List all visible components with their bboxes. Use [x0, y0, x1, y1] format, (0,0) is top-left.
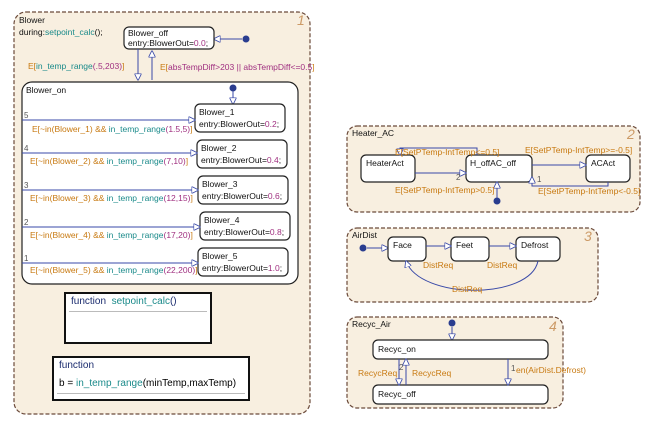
transition-heater-to-off-label: E[SetPTemp-IntTemp>0.5] — [395, 185, 494, 195]
state-recyc-on-label: Recyc_on — [378, 344, 416, 354]
recyc-air-title: Recyc_Air — [352, 319, 391, 329]
state-feet-label: Feet — [456, 240, 474, 250]
transition-on-to-off-label: E[absTempDiff>203 || absTempDiff<=0.5] — [160, 62, 315, 72]
heater-default-dot — [493, 197, 501, 205]
substate-blower-1-label: Blower_1 — [199, 107, 235, 117]
state-recyc-off[interactable] — [372, 384, 549, 405]
substate-blower-1-entry: entry:BlowerOut=0.2; — [199, 119, 279, 129]
airdist-chart[interactable]: AirDist 3 Face Feet Defrost DistReq Dist… — [346, 227, 599, 303]
transition-recyc-left-label: RecycReq — [358, 368, 397, 378]
recyc-air-index-number: 4 — [549, 318, 557, 334]
state-blower-off-label: Blower_off — [128, 28, 169, 38]
function-setpoint-calc[interactable]: function setpoint_calc() — [64, 292, 212, 344]
substate-blower-4-label: Blower_4 — [204, 215, 240, 225]
transition-off-to-heater-label: E[SetPTemp-IntTemp<=0.5] — [395, 147, 499, 157]
transition-off-to-on-label: E[in_temp_range(.5,203)] — [28, 61, 124, 71]
airdist-default-dot — [359, 244, 367, 252]
blower-1-default-dot — [229, 84, 237, 92]
blower-title: Blower — [19, 15, 45, 25]
transition-off-to-heater[interactable] — [400, 147, 478, 155]
substate-transitions: 5 E[~in(Blower_1) && in_temp_range(1.5,5… — [22, 111, 200, 275]
priority-blower-2: 4 — [24, 144, 29, 153]
recyc-default-dot — [448, 319, 456, 327]
transition-ac-to-off-label: E[SetPTemp-IntTemp<-0.5] — [538, 186, 640, 196]
priority-blower-1: 5 — [24, 111, 29, 120]
substate-blower-2[interactable]: Blower_2 entry:BlowerOut=0.4; — [196, 139, 288, 169]
function-in-temp-range-divider — [57, 393, 245, 394]
function-setpoint-calc-divider — [69, 311, 207, 312]
priority-blower-5: 1 — [24, 254, 29, 263]
blower-during-action: during:setpoint_calc(); — [19, 27, 103, 37]
state-blower-on-label: Blower_on — [26, 85, 66, 95]
blower-off-default-dot — [242, 35, 250, 43]
state-h-off-ac-off-label: H_offAC_off — [470, 158, 517, 168]
transition-off-to-ac-label: E[SetPTemp-IntTemp>=-0.5] — [525, 145, 632, 155]
heater-ac-title: Heater_AC — [352, 128, 394, 138]
transition-defrost-to-face[interactable] — [406, 261, 539, 291]
substate-blower-5-entry: entry:BlowerOut=1.0; — [202, 263, 282, 273]
substate-blower-2-entry: entry:BlowerOut=0.4; — [201, 155, 281, 165]
priority-blower-4: 2 — [24, 218, 29, 227]
state-ac-act-label: ACAct — [591, 158, 616, 168]
transition-to-blower-3-label: E[~in(Blower_3) && in_temp_range(12,15)] — [30, 193, 193, 203]
substate-blower-5-label: Blower_5 — [202, 251, 238, 261]
state-heater-act-label: HeaterAct — [366, 158, 404, 168]
heater-ac-index-number: 2 — [626, 126, 635, 142]
substate-blower-4[interactable]: Blower_4 entry:BlowerOut=0.8; — [199, 211, 291, 241]
substate-blower-4-entry: entry:BlowerOut=0.8; — [204, 227, 284, 237]
function-setpoint-calc-header: function setpoint_calc() — [71, 296, 177, 307]
substate-blower-2-label: Blower_2 — [201, 143, 237, 153]
transition-to-blower-2-label: E[~in(Blower_2) && in_temp_range(7,10)] — [30, 156, 188, 166]
state-recyc-on[interactable] — [372, 339, 549, 360]
airdist-title: AirDist — [352, 230, 378, 240]
priority-recyc-1: 1 — [511, 364, 516, 373]
function-in-temp-range[interactable]: function b = in_temp_range(minTemp,maxTe… — [52, 356, 250, 401]
recyc-air-chart[interactable]: Recyc_Air 4 Recyc_on Recyc_off RecycReq … — [346, 316, 586, 409]
state-blower-off-entry: entry:BlowerOut=0.0; — [128, 38, 208, 48]
function-in-temp-range-keyword: function — [59, 360, 95, 371]
substate-blower-3[interactable]: Blower_3 entry:BlowerOut=0.6; — [197, 175, 289, 205]
state-heater-act[interactable] — [360, 154, 416, 183]
transition-to-blower-1-label: E[~in(Blower_1) && in_temp_range(1.5,5)] — [32, 124, 192, 134]
priority-heater-2: 2 — [456, 173, 461, 182]
transition-defrost-to-face-label: DistReq — [452, 284, 483, 294]
priority-ac-1: 1 — [537, 175, 542, 184]
state-recyc-off-label: Recyc_off — [378, 389, 416, 399]
function-in-temp-range-signature: b = in_temp_range(minTemp,maxTemp) — [59, 378, 237, 389]
priority-recyc-2: 2 — [399, 363, 404, 372]
transition-to-blower-5-label: E[~in(Blower_5) && in_temp_range(22,200)… — [30, 265, 198, 275]
substate-blower-1[interactable]: Blower_1 entry:BlowerOut=0.2; — [194, 103, 286, 133]
state-blower-off[interactable] — [123, 26, 215, 50]
priority-blower-3: 3 — [24, 181, 29, 190]
state-defrost-label: Defrost — [521, 240, 549, 250]
transition-feet-to-defrost-label: DistReq — [487, 260, 518, 270]
blower-chart[interactable]: Blower during:setpoint_calc(); 1 Blower_… — [13, 11, 315, 415]
heater-ac-chart[interactable]: Heater_AC 2 HeaterAct H_offAC_off ACAct … — [346, 125, 641, 213]
substate-blower-3-entry: entry:BlowerOut=0.6; — [202, 191, 282, 201]
transition-face-to-feet-label: DistReq — [423, 260, 454, 270]
transition-recyc-mid-label: RecycReq — [412, 368, 451, 378]
transition-to-blower-4-label: E[~in(Blower_4) && in_temp_range(17,20)] — [30, 230, 193, 240]
airdist-index-number: 3 — [584, 228, 592, 244]
transition-ac-to-off[interactable] — [532, 177, 609, 187]
substate-blower-3-label: Blower_3 — [202, 179, 238, 189]
substate-blower-5[interactable]: Blower_5 entry:BlowerOut=1.0; — [197, 247, 289, 277]
blower-index-number: 1 — [297, 12, 305, 28]
state-face-label: Face — [393, 240, 412, 250]
transition-recyc-right-label: en(AirDist.Defrost) — [516, 365, 586, 375]
